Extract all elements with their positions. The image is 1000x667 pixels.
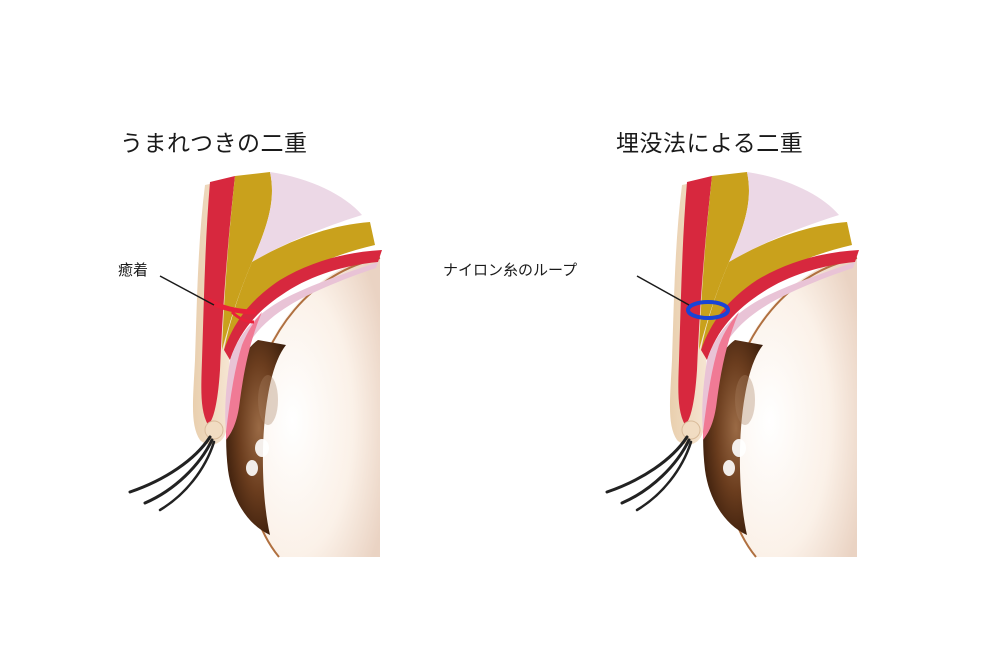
- adhesion-band: [206, 297, 257, 315]
- panel-buried-suture-double-eyelid: 埋没法による二重 ナイロン糸のループ: [443, 0, 977, 667]
- annotation-label: 癒着: [118, 261, 149, 279]
- annotation-leader-line: [636, 275, 690, 306]
- eyelid-diagram: [605, 170, 861, 559]
- panel-title: うまれつきの二重: [120, 131, 308, 157]
- panel-natural-double-eyelid: うまれつきの二重 癒着: [118, 131, 384, 559]
- annotation-label: ナイロン糸のループ: [443, 261, 578, 279]
- panel-title: 埋没法による二重: [616, 131, 804, 157]
- annotation-leader-line: [159, 275, 215, 306]
- nylon-loop: [686, 300, 730, 320]
- eyelid-diagram: [128, 170, 384, 559]
